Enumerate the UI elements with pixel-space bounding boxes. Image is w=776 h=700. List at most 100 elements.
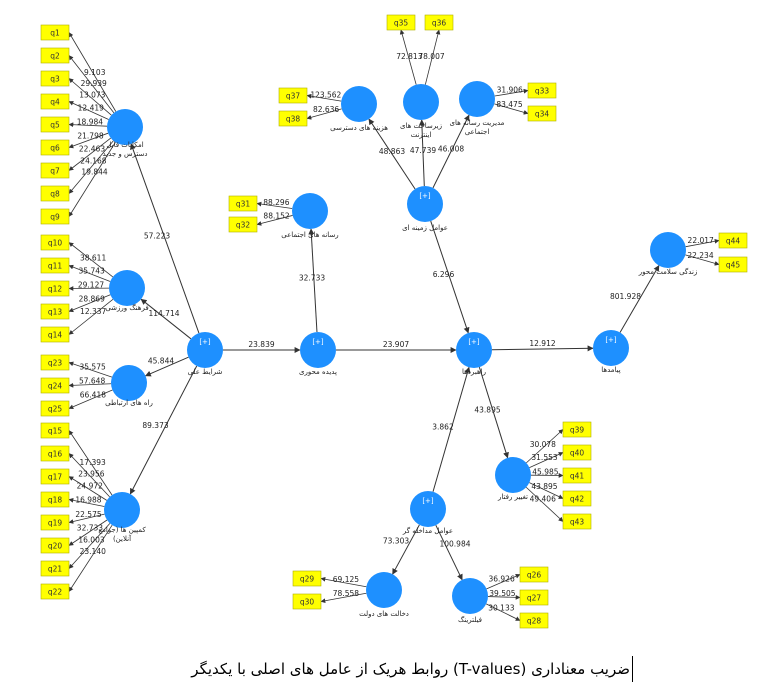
loading-arrow-q13 [68, 294, 111, 313]
indicator-q45[interactable]: q45 [718, 256, 748, 273]
latent-label-context: عوامل زمینه ای [402, 224, 448, 232]
indicator-q24[interactable]: q24 [40, 377, 70, 394]
latent-socialmedia[interactable] [292, 193, 328, 229]
indicator-q11[interactable]: q11 [40, 257, 70, 274]
loading-value-q4: 12.419 [78, 103, 104, 112]
loading-value-q28: 30.133 [488, 603, 514, 612]
path-coefficient-conditions_culture: 114.714 [148, 309, 179, 318]
expand-marker: [+] [605, 336, 617, 344]
indicator-q35[interactable]: q35 [386, 14, 416, 31]
indicator-q16[interactable]: q16 [40, 445, 70, 462]
indicator-q14[interactable]: q14 [40, 326, 70, 343]
path-coefficient-strategies_behavior: 43.895 [474, 406, 500, 415]
indicator-q31[interactable]: q31 [228, 195, 258, 212]
indicator-q39[interactable]: q39 [562, 421, 592, 438]
indicator-q1[interactable]: q1 [40, 24, 70, 41]
latent-outcomes[interactable] [593, 330, 629, 366]
indicator-q34[interactable]: q34 [527, 105, 557, 122]
indicator-label: q32 [236, 221, 251, 230]
indicator-q19[interactable]: q19 [40, 514, 70, 531]
indicator-q44[interactable]: q44 [718, 232, 748, 249]
indicator-label: q41 [570, 472, 585, 481]
loading-value-q43: 49.406 [530, 495, 556, 504]
indicator-q28[interactable]: q28 [519, 612, 549, 629]
indicator-q23[interactable]: q23 [40, 354, 70, 371]
indicator-label: q30 [300, 598, 315, 607]
loading-value-q18: 16.988 [75, 495, 101, 504]
latent-access[interactable] [341, 86, 377, 122]
latent-intervening[interactable] [410, 491, 446, 527]
indicator-q12[interactable]: q12 [40, 280, 70, 297]
loading-value-q10: 38.611 [80, 253, 106, 262]
indicator-q43[interactable]: q43 [562, 513, 592, 530]
latent-context[interactable] [407, 186, 443, 222]
indicator-q20[interactable]: q20 [40, 537, 70, 554]
indicator-q13[interactable]: q13 [40, 303, 70, 320]
indicator-q42[interactable]: q42 [562, 490, 592, 507]
indicator-q40[interactable]: q40 [562, 444, 592, 461]
latent-infra[interactable] [403, 84, 439, 120]
indicator-q4[interactable]: q4 [40, 93, 70, 110]
indicator-q21[interactable]: q21 [40, 560, 70, 577]
latent-strategies[interactable] [456, 332, 492, 368]
indicator-label: q24 [48, 382, 63, 391]
latent-filtering[interactable] [452, 578, 488, 614]
indicator-label: q38 [286, 115, 301, 124]
indicator-label: q29 [300, 575, 315, 584]
loading-arrow-q32 [256, 215, 293, 226]
indicator-q36[interactable]: q36 [424, 14, 454, 31]
indicator-q2[interactable]: q2 [40, 47, 70, 64]
indicator-q9[interactable]: q9 [40, 208, 70, 225]
indicator-q25[interactable]: q25 [40, 400, 70, 417]
path-arrow-conditions_campaigns [129, 365, 198, 495]
path-coefficient-outcomes_health: 801.928 [610, 292, 641, 301]
indicator-q5[interactable]: q5 [40, 116, 70, 133]
indicator-label: q33 [535, 87, 550, 96]
loading-value-q37: 123.562 [310, 91, 341, 100]
indicator-q29[interactable]: q29 [292, 570, 322, 587]
latent-culture[interactable] [109, 270, 145, 306]
indicator-q30[interactable]: q30 [292, 593, 322, 610]
indicator-q32[interactable]: q32 [228, 216, 258, 233]
latent-label-culture: فرهنگ ورزشی [105, 303, 148, 312]
indicator-q22[interactable]: q22 [40, 583, 70, 600]
latent-label-access: هزینه های دسترسی [330, 124, 388, 132]
indicator-q7[interactable]: q7 [40, 162, 70, 179]
latent-abilities[interactable] [107, 109, 143, 145]
text-cursor [632, 656, 633, 682]
latent-health[interactable] [650, 232, 686, 268]
latent-phenomenon[interactable] [300, 332, 336, 368]
indicator-q26[interactable]: q26 [519, 566, 549, 583]
indicator-q10[interactable]: q10 [40, 234, 70, 251]
indicator-q18[interactable]: q18 [40, 491, 70, 508]
loading-arrow-q15 [68, 430, 113, 496]
indicator-label: q19 [48, 519, 63, 528]
path-coefficient-intervening_filtering: 100.984 [439, 540, 470, 549]
loading-arrow-q38 [306, 108, 342, 120]
loading-arrow-q4 [68, 101, 109, 120]
indicator-q38[interactable]: q38 [278, 110, 308, 127]
latent-conditions[interactable] [187, 332, 223, 368]
indicator-q6[interactable]: q6 [40, 139, 70, 156]
indicator-q3[interactable]: q3 [40, 70, 70, 87]
indicator-label: q1 [50, 29, 60, 38]
indicator-q17[interactable]: q17 [40, 468, 70, 485]
expand-marker: [+] [422, 497, 434, 505]
latent-campaigns[interactable] [104, 492, 140, 528]
loading-arrow-q30 [320, 592, 367, 604]
loading-value-q22: 23.140 [80, 547, 106, 556]
indicator-label: q37 [286, 92, 301, 101]
latent-behavior[interactable] [495, 457, 531, 493]
indicator-q15[interactable]: q15 [40, 422, 70, 439]
indicator-label: q31 [236, 200, 251, 209]
indicator-q33[interactable]: q33 [527, 82, 557, 99]
loading-arrow-q6 [68, 132, 109, 149]
latent-mgmt[interactable] [459, 81, 495, 117]
latent-comm[interactable] [111, 365, 147, 401]
indicator-q8[interactable]: q8 [40, 185, 70, 202]
indicator-q37[interactable]: q37 [278, 87, 308, 104]
indicator-q27[interactable]: q27 [519, 589, 549, 606]
latent-gov[interactable] [366, 572, 402, 608]
path-coefficient-context_infra: 47.739 [410, 146, 436, 155]
indicator-q41[interactable]: q41 [562, 467, 592, 484]
